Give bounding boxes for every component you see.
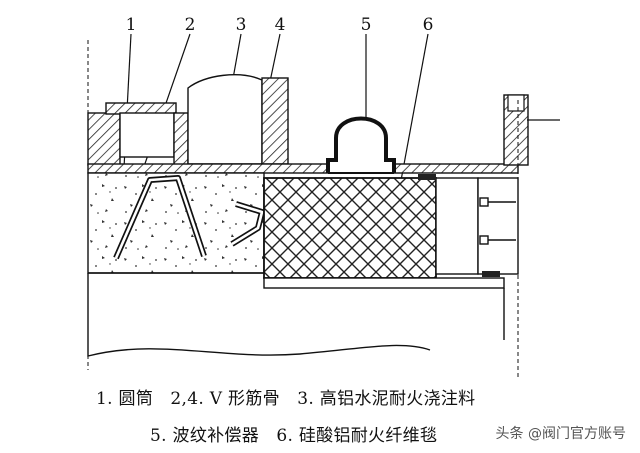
watermark: 头条 @阀门官方账号 [495,426,626,442]
caption-line-1: 1. 圆筒 2,4. V 形筋骨 3. 高铝水泥耐火浇注料 [96,389,476,409]
shell-plate-right [393,163,519,174]
callout-2: 2 [185,15,196,35]
shell-plate-left [87,163,329,174]
callout-3: 3 [236,15,247,35]
fiber-blanket [263,177,437,279]
upper-duct [187,74,263,165]
caption-line-2: 5. 波纹补偿器 6. 硅酸铝耐火纤维毯 [150,426,438,446]
corrugated-compensator [326,116,396,173]
callout-5: 5 [361,15,372,35]
cross-section-diagram: 1 2 3 4 5 6 [87,15,560,380]
callout-6: 6 [423,15,434,35]
left-flange-outer [87,112,121,166]
callout-1: 1 [126,15,137,35]
castable-refractory [87,172,265,274]
inner-liner [263,277,505,289]
callout-4: 4 [275,15,286,35]
cylinder-shell-bottom [87,273,431,357]
